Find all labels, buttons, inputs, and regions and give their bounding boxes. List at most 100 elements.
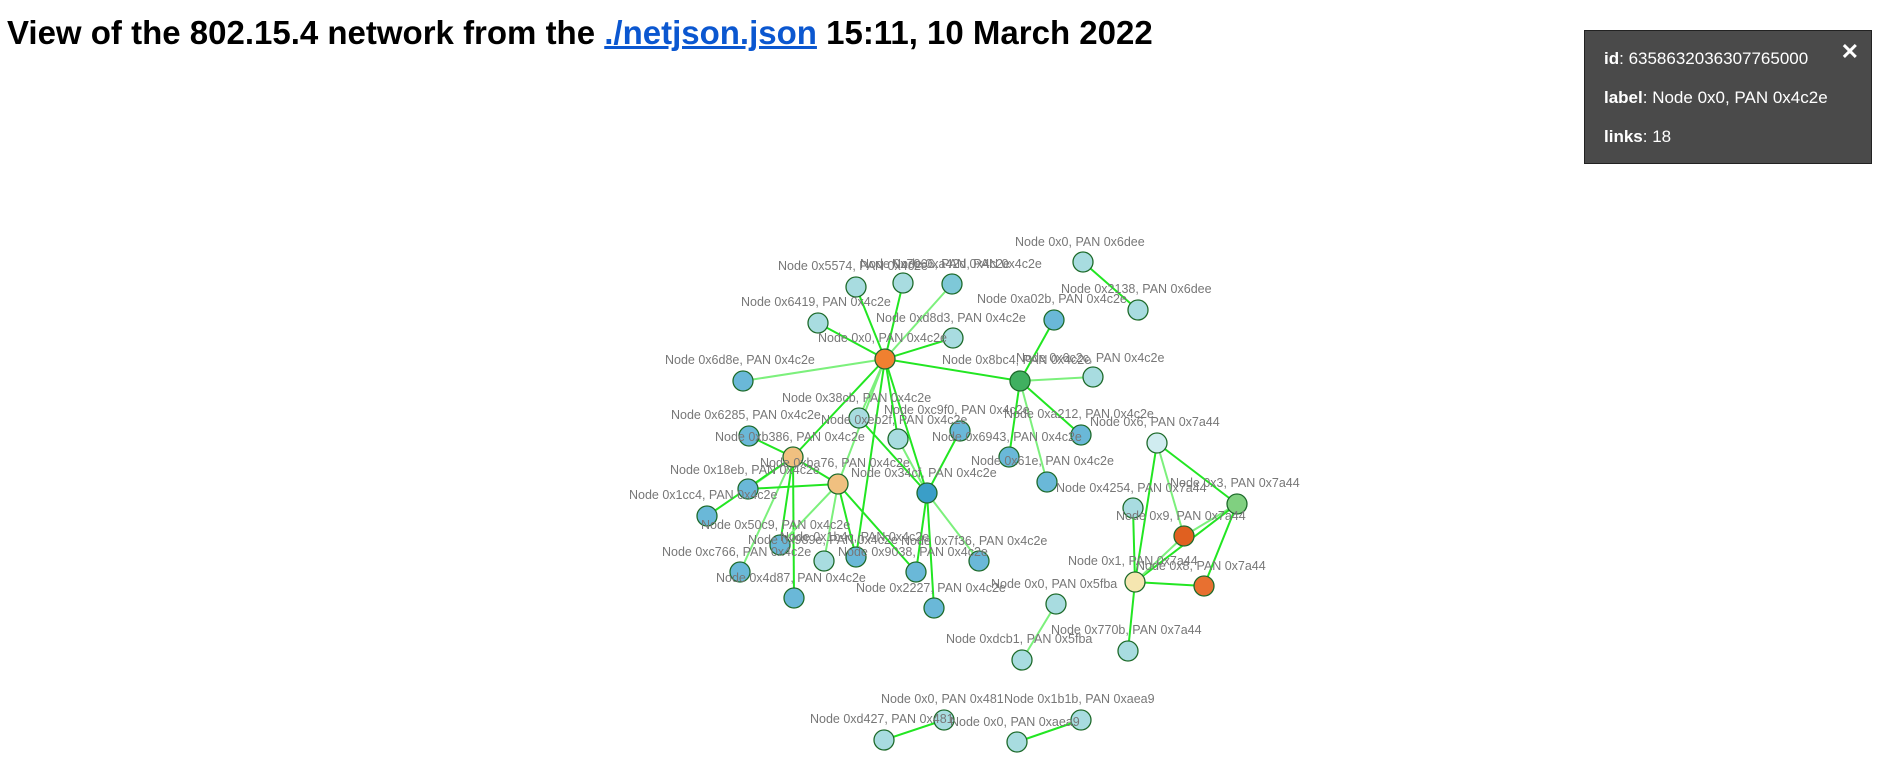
graph-link[interactable] bbox=[855, 286, 886, 360]
node-label: Node 0x0, PAN 0xaea9 bbox=[950, 715, 1080, 729]
graph-node[interactable] bbox=[887, 428, 909, 450]
node-label: Node 0xa212, PAN 0x4c2e bbox=[1004, 407, 1154, 421]
graph-node[interactable] bbox=[949, 420, 971, 442]
graph-node[interactable] bbox=[916, 482, 938, 504]
graph-node[interactable] bbox=[848, 407, 870, 429]
graph-link[interactable] bbox=[926, 430, 961, 494]
graph-node[interactable] bbox=[732, 370, 754, 392]
graph-node[interactable] bbox=[1082, 366, 1104, 388]
close-icon[interactable]: ✕ bbox=[1840, 39, 1859, 64]
graph-node[interactable] bbox=[1006, 731, 1028, 753]
graph-node[interactable] bbox=[998, 446, 1020, 468]
graph-link[interactable] bbox=[837, 483, 917, 573]
graph-node[interactable] bbox=[1036, 471, 1058, 493]
node-label: Node 0x0, PAN 0x5fba bbox=[991, 577, 1117, 591]
graph-link[interactable] bbox=[1156, 442, 1238, 505]
graph-node[interactable] bbox=[738, 425, 760, 447]
graph-link[interactable] bbox=[884, 358, 899, 440]
graph-node[interactable] bbox=[1070, 709, 1092, 731]
graph-node[interactable] bbox=[1009, 370, 1031, 392]
graph-node[interactable] bbox=[1122, 497, 1144, 519]
graph-link[interactable] bbox=[747, 483, 839, 490]
graph-node[interactable] bbox=[1072, 251, 1094, 273]
graph-node[interactable] bbox=[845, 546, 867, 568]
graph-node[interactable] bbox=[933, 709, 955, 731]
graph-link[interactable] bbox=[884, 282, 904, 360]
node-label: Node 0x18eb, PAN 0x4c2e bbox=[670, 463, 820, 477]
graph-node[interactable] bbox=[873, 729, 895, 751]
graph-link[interactable] bbox=[823, 483, 839, 562]
graph-link[interactable] bbox=[779, 456, 794, 546]
graph-link[interactable] bbox=[779, 483, 839, 546]
graph-link[interactable] bbox=[837, 483, 857, 558]
node-info-panel: ✕ id: 6358632036307765000 label: Node 0x… bbox=[1584, 30, 1872, 164]
graph-link[interactable] bbox=[1134, 535, 1185, 583]
graph-link[interactable] bbox=[926, 492, 980, 562]
node-label: Node 0x1, PAN 0x7a44 bbox=[1068, 554, 1198, 568]
info-label-row: label: Node 0x0, PAN 0x4c2e bbox=[1604, 88, 1828, 107]
graph-link[interactable] bbox=[1127, 581, 1136, 652]
graph-node[interactable] bbox=[942, 327, 964, 349]
graph-node[interactable] bbox=[905, 561, 927, 583]
graph-link[interactable] bbox=[1019, 380, 1048, 483]
graph-link[interactable] bbox=[915, 492, 928, 573]
graph-link[interactable] bbox=[1021, 603, 1057, 661]
graph-link[interactable] bbox=[792, 358, 886, 458]
graph-node[interactable] bbox=[923, 597, 945, 619]
graph-link[interactable] bbox=[1203, 503, 1238, 587]
graph-node[interactable] bbox=[1117, 640, 1139, 662]
graph-node[interactable] bbox=[1045, 593, 1067, 615]
graph-link[interactable] bbox=[742, 358, 886, 382]
graph-node[interactable] bbox=[1124, 571, 1146, 593]
node-label: Node 0x50c9, PAN 0x4c2e bbox=[701, 518, 850, 532]
graph-link[interactable] bbox=[884, 358, 1021, 382]
graph-node[interactable] bbox=[769, 534, 791, 556]
graph-link[interactable] bbox=[1134, 581, 1205, 587]
netjson-link[interactable]: ./netjson.json bbox=[604, 14, 817, 51]
graph-node[interactable] bbox=[874, 348, 896, 370]
graph-link[interactable] bbox=[1008, 380, 1021, 458]
graph-link[interactable] bbox=[926, 492, 935, 609]
graph-link[interactable] bbox=[884, 337, 954, 360]
graph-node[interactable] bbox=[782, 446, 804, 468]
graph-link[interactable] bbox=[1082, 261, 1139, 311]
graph-link[interactable] bbox=[739, 456, 794, 573]
graph-link[interactable] bbox=[1019, 380, 1082, 436]
graph-node[interactable] bbox=[696, 505, 718, 527]
graph-link[interactable] bbox=[884, 358, 928, 494]
graph-node[interactable] bbox=[729, 561, 751, 583]
graph-node[interactable] bbox=[1173, 525, 1195, 547]
graph-node[interactable] bbox=[845, 276, 867, 298]
graph-link[interactable] bbox=[1019, 319, 1055, 382]
node-label: Node 0x1b1b, PAN 0xaea9 bbox=[1004, 692, 1155, 706]
graph-node[interactable] bbox=[1146, 432, 1168, 454]
graph-node[interactable] bbox=[1011, 649, 1033, 671]
graph-node[interactable] bbox=[1043, 309, 1065, 331]
graph-node[interactable] bbox=[783, 587, 805, 609]
graph-node[interactable] bbox=[807, 312, 829, 334]
graph-node[interactable] bbox=[827, 473, 849, 495]
graph-link[interactable] bbox=[1019, 376, 1094, 382]
graph-link[interactable] bbox=[1016, 719, 1082, 743]
nodes-layer bbox=[696, 251, 1248, 753]
graph-link[interactable] bbox=[858, 417, 928, 494]
graph-node[interactable] bbox=[737, 478, 759, 500]
node-label: Node 0xdcb1, PAN 0x5fba bbox=[946, 632, 1092, 646]
graph-node[interactable] bbox=[1127, 299, 1149, 321]
graph-link[interactable] bbox=[817, 322, 886, 360]
graph-node[interactable] bbox=[813, 550, 835, 572]
graph-link[interactable] bbox=[1156, 442, 1185, 537]
graph-link[interactable] bbox=[792, 456, 795, 599]
graph-node[interactable] bbox=[941, 273, 963, 295]
graph-node[interactable] bbox=[1226, 493, 1248, 515]
graph-link[interactable] bbox=[1132, 507, 1136, 583]
graph-node[interactable] bbox=[1193, 575, 1215, 597]
graph-link[interactable] bbox=[1134, 442, 1158, 583]
graph-node[interactable] bbox=[892, 272, 914, 294]
graph-node[interactable] bbox=[968, 550, 990, 572]
graph-link[interactable] bbox=[855, 358, 886, 558]
graph-link[interactable] bbox=[884, 283, 953, 360]
node-label: Node 0x3, PAN 0x7a44 bbox=[1170, 476, 1300, 490]
graph-node[interactable] bbox=[1070, 424, 1092, 446]
